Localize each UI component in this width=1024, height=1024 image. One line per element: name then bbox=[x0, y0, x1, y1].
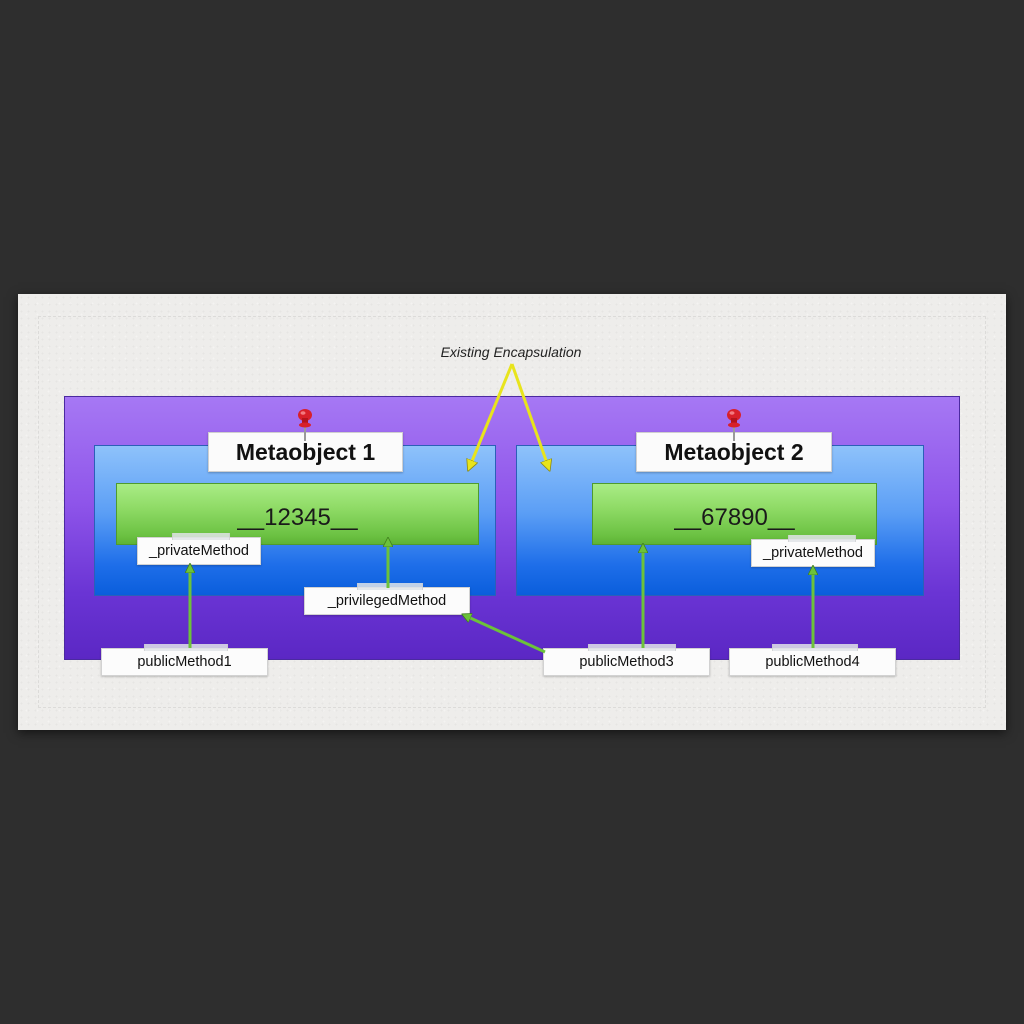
private-method-2-text: _privateMethod bbox=[763, 545, 863, 561]
private-method-1-label: _privateMethod bbox=[137, 533, 261, 565]
pushpin-icon bbox=[298, 409, 312, 441]
paper-inner-border bbox=[38, 316, 986, 708]
tape-strip bbox=[144, 644, 228, 651]
public-method-1-text: publicMethod1 bbox=[137, 654, 232, 670]
tape-strip bbox=[588, 644, 676, 651]
privileged-method-text: _privilegedMethod bbox=[327, 593, 447, 609]
encapsulation-arrow-left bbox=[470, 363, 514, 466]
tape-strip bbox=[357, 583, 423, 590]
public-method-4-label: publicMethod4 bbox=[729, 644, 896, 676]
public-method-4-text: publicMethod4 bbox=[765, 654, 860, 670]
public-method-1-label: publicMethod1 bbox=[101, 644, 268, 676]
public-method-3-label: publicMethod3 bbox=[543, 644, 710, 676]
existing-encapsulation-label: Existing Encapsulation bbox=[440, 344, 582, 360]
tape-strip bbox=[788, 535, 856, 542]
tape-strip bbox=[172, 533, 230, 540]
public-method-3-text: publicMethod3 bbox=[579, 654, 674, 670]
private-method-1-text: _privateMethod bbox=[149, 543, 249, 559]
encapsulation-arrow-right bbox=[510, 363, 548, 466]
private-method-2-label: _privateMethod bbox=[751, 535, 875, 567]
pushpin-icon bbox=[727, 409, 741, 441]
privileged-method-label: _privilegedMethod bbox=[304, 583, 470, 615]
identifier-box-2: __67890__ bbox=[592, 483, 877, 545]
identifier-label-1: __12345__ bbox=[237, 504, 358, 531]
access-arrow bbox=[466, 616, 546, 654]
identifier-label-2: __67890__ bbox=[674, 504, 795, 531]
tape-strip bbox=[772, 644, 858, 651]
